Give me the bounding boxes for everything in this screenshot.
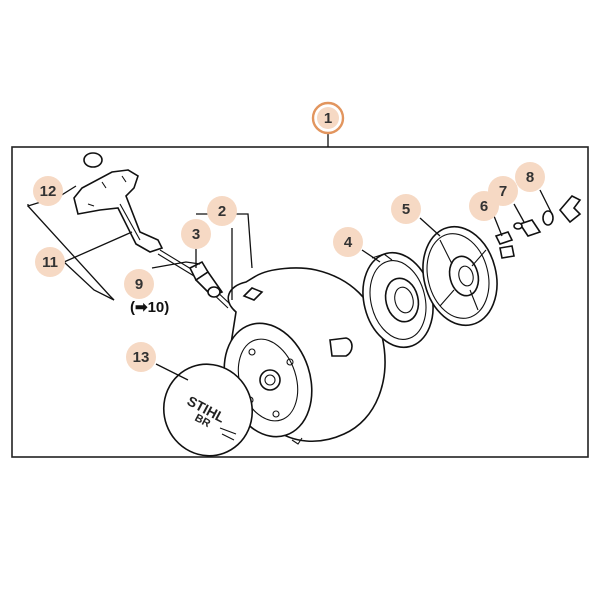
callout-9-bubble bbox=[124, 269, 154, 299]
callout-4: 4 bbox=[333, 227, 363, 257]
starter-pulley bbox=[422, 225, 498, 327]
callout-2-bubble bbox=[207, 196, 237, 226]
rope-guide bbox=[188, 260, 224, 298]
callout-11: 11 bbox=[35, 247, 65, 277]
starter-grip-handle bbox=[73, 152, 164, 253]
callout-13-bubble bbox=[126, 342, 156, 372]
callout-1-label: 1 bbox=[324, 110, 332, 127]
callout-11-bubble bbox=[35, 247, 65, 277]
callout-12-label: 12 bbox=[40, 183, 57, 200]
callout-7-label: 7 bbox=[499, 183, 507, 200]
callout-13: 13 bbox=[126, 342, 156, 372]
callout-12: 12 bbox=[33, 176, 63, 206]
callout-4-bubble bbox=[333, 227, 363, 257]
callout-8-bubble bbox=[515, 162, 545, 192]
callout-2: 2 bbox=[207, 196, 237, 226]
callout-7: 7 bbox=[488, 176, 518, 206]
callout-11-label: 11 bbox=[42, 254, 58, 271]
diagram-frame bbox=[11, 146, 589, 458]
callout-3-bubble bbox=[181, 219, 211, 249]
fan-housing bbox=[223, 267, 386, 445]
callout-13-label: 13 bbox=[133, 349, 150, 366]
rope-rotor bbox=[362, 251, 434, 349]
callout-1: 1 bbox=[311, 101, 345, 135]
callout-3: 3 bbox=[181, 219, 211, 249]
callout-3-label: 3 bbox=[192, 226, 200, 243]
callout-5-bubble bbox=[391, 194, 421, 224]
callout-9: 9 bbox=[124, 269, 154, 299]
pawl-parts bbox=[494, 195, 582, 259]
callout-2-label: 2 bbox=[218, 203, 226, 220]
callout-7-bubble bbox=[488, 176, 518, 206]
callout-8-label: 8 bbox=[526, 169, 534, 186]
callout-4-label: 4 bbox=[344, 234, 353, 251]
callout-12-bubble bbox=[33, 176, 63, 206]
callout-5: 5 bbox=[391, 194, 421, 224]
handle-grip bbox=[73, 169, 164, 253]
callout-5-label: 5 bbox=[402, 201, 410, 218]
handle-cap bbox=[83, 152, 103, 168]
callout-9-label: 9 bbox=[135, 276, 143, 293]
reference-note: (➡10) bbox=[130, 299, 169, 316]
callout-8: 8 bbox=[515, 162, 545, 192]
stihl-decal: STIHL BR bbox=[162, 363, 254, 457]
callout-6-label: 6 bbox=[480, 198, 488, 215]
